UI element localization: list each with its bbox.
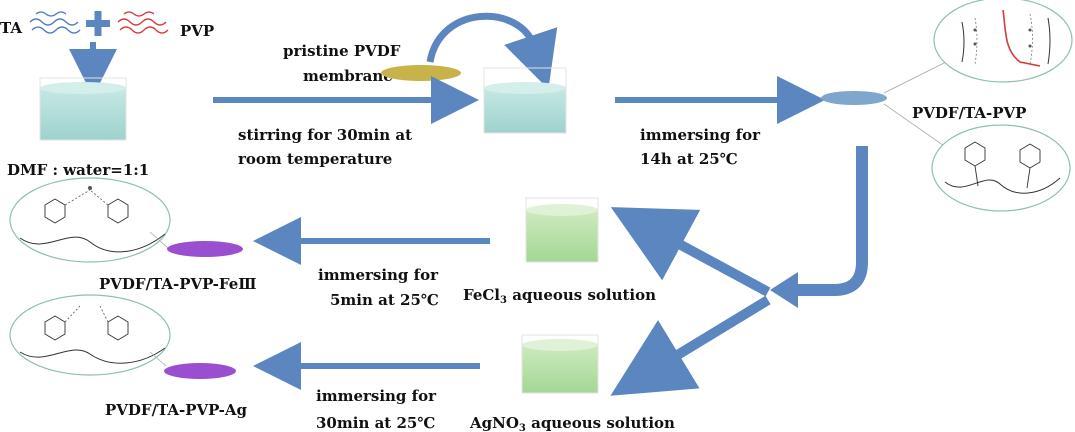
process-arrow-icon xyxy=(610,207,771,297)
solvent-ratio-label: DMF : water=1:1 xyxy=(7,161,149,179)
immerse5-label-line1: immersing for xyxy=(318,266,439,284)
beaker-icon xyxy=(39,77,127,141)
immerse30-label-line2: 30min at 25℃ xyxy=(316,414,435,432)
pvp-label: PVP xyxy=(180,22,214,40)
molecular-structure-icon xyxy=(9,294,171,376)
membrane-disc-icon xyxy=(381,65,461,81)
ta-label: TA xyxy=(0,19,22,37)
pristine-label-line2: membrane xyxy=(303,67,393,85)
product-fe-label: PVDF/TA-PVP-FeⅢ xyxy=(99,275,257,293)
molecular-structure-icon xyxy=(9,177,171,263)
beaker-icon xyxy=(525,197,599,263)
process-arrow-icon xyxy=(770,272,798,308)
immerse14-label-line2: 14h at 25℃ xyxy=(640,150,738,168)
process-arrow-icon xyxy=(426,12,558,90)
process-arrow-icon xyxy=(610,295,771,396)
pristine-label-line1: pristine PVDF xyxy=(283,42,401,60)
molecular-structure-icon xyxy=(931,124,1071,212)
agno3-solution-label: AgNO3 aqueous solution xyxy=(469,414,675,432)
product-ag-label: PVDF/TA-PVP-Ag xyxy=(105,401,247,419)
fecl3-solution-label: FeCl3 aqueous solution xyxy=(463,286,656,306)
membrane-disc-icon xyxy=(167,241,243,257)
immerse30-label-line1: immersing for xyxy=(316,387,437,405)
molecular-structure-icon xyxy=(933,0,1073,83)
product-ta-pvp-label: PVDF/TA-PVP xyxy=(912,104,1026,122)
membrane-disc-icon xyxy=(164,363,236,379)
ta-molecule-icon xyxy=(29,11,81,34)
beaker-icon xyxy=(483,67,567,134)
stir-label-line1: stirring for 30min at xyxy=(238,126,412,144)
membrane-disc-icon xyxy=(821,91,887,105)
beaker-icon xyxy=(521,334,599,394)
pvp-molecule-icon xyxy=(117,11,169,34)
plus-icon xyxy=(86,11,110,36)
stir-label-line2: room temperature xyxy=(238,150,392,168)
immerse5-label-line2: 5min at 25℃ xyxy=(330,291,439,309)
immerse14-label-line1: immersing for xyxy=(640,126,761,144)
